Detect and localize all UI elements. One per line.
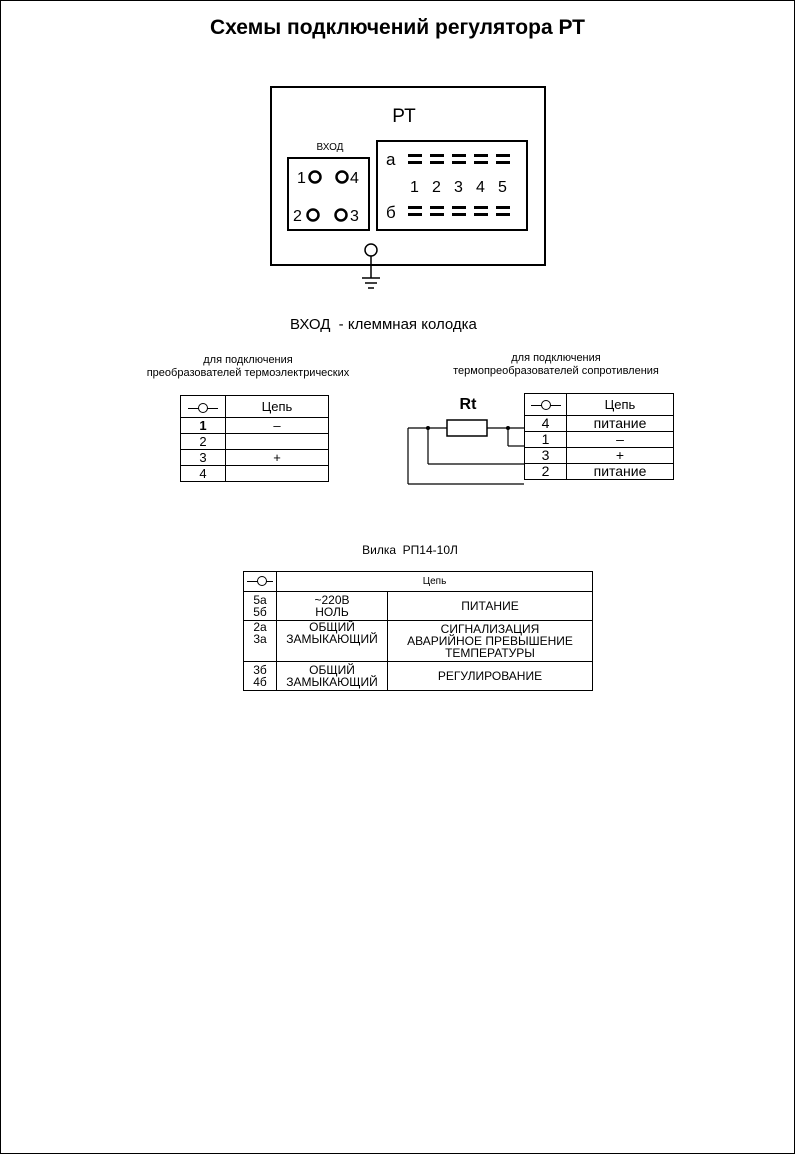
function-cell: РЕГУЛИРОВАНИЕ — [387, 661, 593, 691]
table-row: 3+ — [524, 447, 674, 464]
connector-number-2: 2 — [432, 179, 441, 196]
page-title: Схемы подключений регулятора РТ — [209, 16, 586, 39]
terminal-block-caption: ВХОД - клеммная колодка — [290, 316, 477, 333]
rtd-wires — [407, 427, 524, 485]
pin-cell: 1 — [524, 431, 567, 448]
table-row: 5а 5б ~220В НОЛЬ ПИТАНИЕ — [243, 591, 593, 621]
table-row: 3б 4б ОБЩИЙ ЗАМЫКАЮЩИЙ РЕГУЛИРОВАНИЕ — [243, 661, 593, 691]
connector-row-b-pins — [408, 206, 510, 216]
pin-header — [524, 393, 567, 416]
pins-cell: 5а 5б — [243, 591, 277, 621]
table-header-row: Цепь — [243, 571, 593, 592]
table-row: 2 — [180, 433, 329, 450]
rtd-wiring-diagram: Rt — [407, 396, 524, 485]
plug-caption: Вилка РП14-10Л — [362, 543, 458, 557]
terminal-number-2: 2 — [293, 208, 302, 225]
terminal-number-4: 4 — [350, 170, 359, 187]
circuit-cell: + — [566, 447, 674, 464]
pin-header — [243, 571, 277, 592]
ground-icon — [362, 243, 380, 289]
contact-cell: ОБЩИЙ ЗАМЫКАЮЩИЙ — [276, 620, 388, 662]
pin-cell: 3 — [524, 447, 567, 464]
terminal-number-3: 3 — [350, 208, 359, 225]
connector-number-1: 1 — [410, 179, 419, 196]
terminal-3-icon — [334, 208, 348, 222]
connector-number-5: 5 — [498, 179, 507, 196]
table-row: 1– — [524, 431, 674, 448]
contact-cell: ОБЩИЙ ЗАМЫКАЮЩИЙ — [276, 661, 388, 691]
terminal-2-icon — [306, 208, 320, 222]
circuit-header: Цепь — [276, 571, 593, 592]
rtd-caption: для подключения термопреобразователей со… — [453, 352, 659, 377]
function-cell: СИГНАЛИЗАЦИЯ АВАРИЙНОЕ ПРЕВЫШЕНИЕ ТЕМПЕР… — [387, 620, 593, 662]
contact-cell: ~220В НОЛЬ — [276, 591, 388, 621]
connector-row-a-pins — [408, 154, 510, 164]
connector-number-3: 3 — [454, 179, 463, 196]
circuit-cell: – — [566, 431, 674, 448]
terminal-1-icon — [308, 170, 322, 184]
device-outline — [270, 86, 546, 266]
plug-wiring-table: Цепь 5а 5б ~220В НОЛЬ ПИТАНИЕ 2а 3а ОБЩИ… — [243, 571, 593, 691]
function-cell: ПИТАНИЕ — [387, 591, 593, 621]
table-row: 2а 3а ОБЩИЙ ЗАМЫКАЮЩИЙ СИГНАЛИЗАЦИЯ АВАР… — [243, 620, 593, 662]
wire-junctions — [426, 426, 510, 430]
circuit-cell — [225, 465, 329, 482]
input-label: ВХОД — [317, 142, 344, 153]
connector-number-4: 4 — [476, 179, 485, 196]
terminal-pin-icon — [247, 575, 273, 586]
circuit-cell: питание — [566, 463, 674, 480]
circuit-header: Цепь — [566, 393, 674, 416]
connector-row-b-label: б — [386, 203, 396, 222]
pin-cell: 4 — [524, 415, 567, 432]
resistor-icon — [446, 419, 488, 437]
table-header-row: Цепь — [524, 393, 674, 416]
pin-cell: 2 — [524, 463, 567, 480]
terminal-number-1: 1 — [297, 170, 306, 187]
terminal-4-icon — [335, 170, 349, 184]
terminal-pin-icon — [188, 402, 218, 413]
thermocouple-caption: для подключения преобразователей термоэл… — [146, 354, 350, 379]
table-row: 4 — [180, 465, 329, 482]
circuit-cell: питание — [566, 415, 674, 432]
pins-cell: 3б 4б — [243, 661, 277, 691]
resistor-label: Rt — [460, 396, 478, 413]
pins-cell: 2а 3а — [243, 620, 277, 662]
connector-block — [376, 140, 528, 231]
device-label: РТ — [392, 106, 416, 127]
input-terminal-block — [287, 157, 370, 231]
pin-cell: 4 — [180, 465, 226, 482]
terminal-pin-icon — [530, 400, 561, 411]
device-diagram: РТ ВХОД 1 4 2 3 а б 1 2 3 4 5 — [270, 86, 546, 289]
thermocouple-wiring-table: Цепь 1– 2 3+ 4 — [180, 395, 329, 482]
connector-row-a-label: а — [386, 150, 396, 169]
